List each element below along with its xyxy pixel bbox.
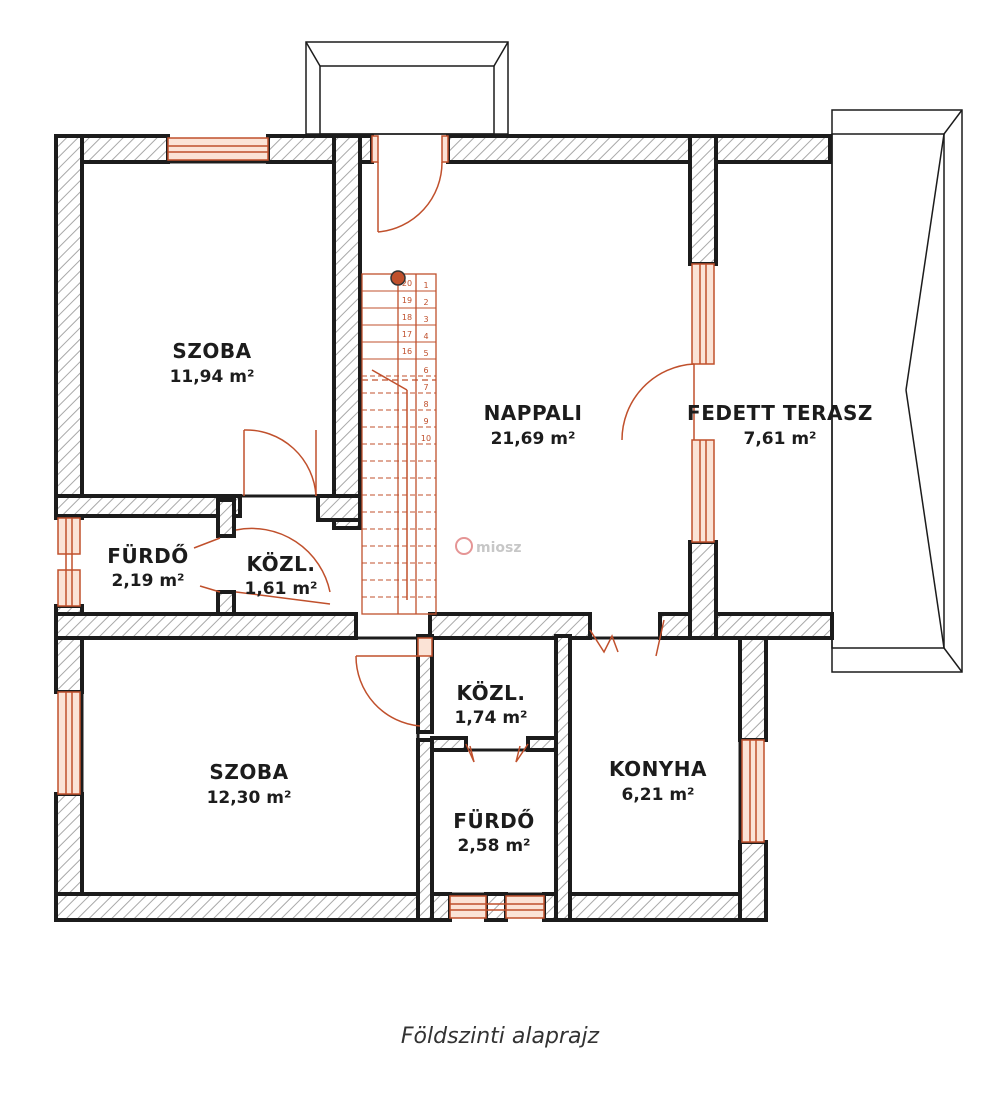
room-area-kozl-1: 1,61 m²: [244, 579, 317, 599]
window-nappali-terrace-lower: [691, 439, 715, 543]
window-nappali-terrace-upper: [691, 263, 715, 365]
room-name-kozl-2: KÖZL.: [457, 681, 526, 705]
plan-caption: Földszinti alaprajz: [400, 1024, 600, 1049]
stair-step-number: 20: [402, 279, 412, 288]
room-area-nappali: 21,69 m²: [491, 429, 576, 449]
room-outlines: [80, 160, 742, 896]
window-top-szoba: [167, 137, 269, 161]
stair-step-number: 10: [421, 434, 431, 443]
watermark: miosz: [455, 537, 522, 556]
stair-step-number: 3: [423, 315, 428, 324]
door-szoba2: [355, 637, 433, 727]
door-furdo1: [193, 537, 221, 593]
window-konyha: [741, 739, 765, 843]
door-szoba1: [243, 429, 317, 497]
windows: [57, 135, 765, 919]
stair-step-number: 5: [423, 349, 428, 358]
stair-arrow: [371, 270, 408, 600]
room-area-fedett-terasz: 7,61 m²: [743, 429, 816, 449]
door-kozl1: [235, 527, 331, 605]
room-name-szoba-2: SZOBA: [209, 760, 288, 784]
room-name-fedett-terasz: FEDETT TERASZ: [687, 401, 873, 425]
stair-step-number: 16: [402, 347, 412, 356]
stair-step-number: 7: [423, 383, 428, 392]
room-name-furdo-1: FÜRDŐ: [107, 544, 188, 568]
watermark-text: miosz: [476, 540, 522, 556]
entrance-canopy: [305, 41, 509, 135]
watermark-heart-icon: [455, 537, 473, 555]
door-terrace: [621, 363, 695, 441]
stair-steps: 20 19 18 17 16 1 2 3 4 5 6 7 8 9 10: [362, 273, 436, 598]
door-konyha: [589, 619, 665, 657]
window-szoba2-left: [57, 691, 81, 795]
stair-step-number: 18: [402, 313, 412, 322]
room-area-szoba-2: 12,30 m²: [207, 788, 292, 808]
room-name-konyha: KONYHA: [609, 757, 707, 781]
stair-step-number: 17: [402, 330, 412, 339]
room-name-kozl-1: KÖZL.: [247, 552, 316, 576]
room-name-szoba-1: SZOBA: [172, 339, 251, 363]
room-area-furdo-2: 2,58 m²: [457, 836, 530, 856]
room-name-furdo-2: FÜRDŐ: [453, 809, 534, 833]
stair-step-number: 2: [423, 298, 428, 307]
room-area-konyha: 6,21 m²: [621, 785, 694, 805]
room-area-szoba-1: 11,94 m²: [170, 367, 255, 387]
stair-step-number: 8: [423, 400, 428, 409]
room-name-nappali: NAPPALI: [484, 401, 583, 425]
window-furdo-left: [57, 517, 81, 607]
terrace-frame: [831, 109, 963, 673]
room-area-furdo-1: 2,19 m²: [111, 571, 184, 591]
room-labels: SZOBA 11,94 m² NAPPALI 21,69 m² FEDETT T…: [107, 339, 873, 856]
room-area-kozl-2: 1,74 m²: [454, 708, 527, 728]
window-furdo2-bottom: [449, 895, 545, 919]
stair-step-number: 19: [402, 296, 412, 305]
stair-step-number: 4: [423, 332, 428, 341]
stair-step-number: 6: [423, 366, 428, 375]
door-furdo2: [465, 743, 529, 763]
walls: [54, 134, 834, 922]
door-swings: [193, 161, 695, 763]
door-entrance: [377, 161, 443, 233]
stair-step-number: 9: [423, 417, 428, 426]
stair-step-number: 1: [423, 281, 428, 290]
window-entrance-jamb: [371, 135, 449, 163]
